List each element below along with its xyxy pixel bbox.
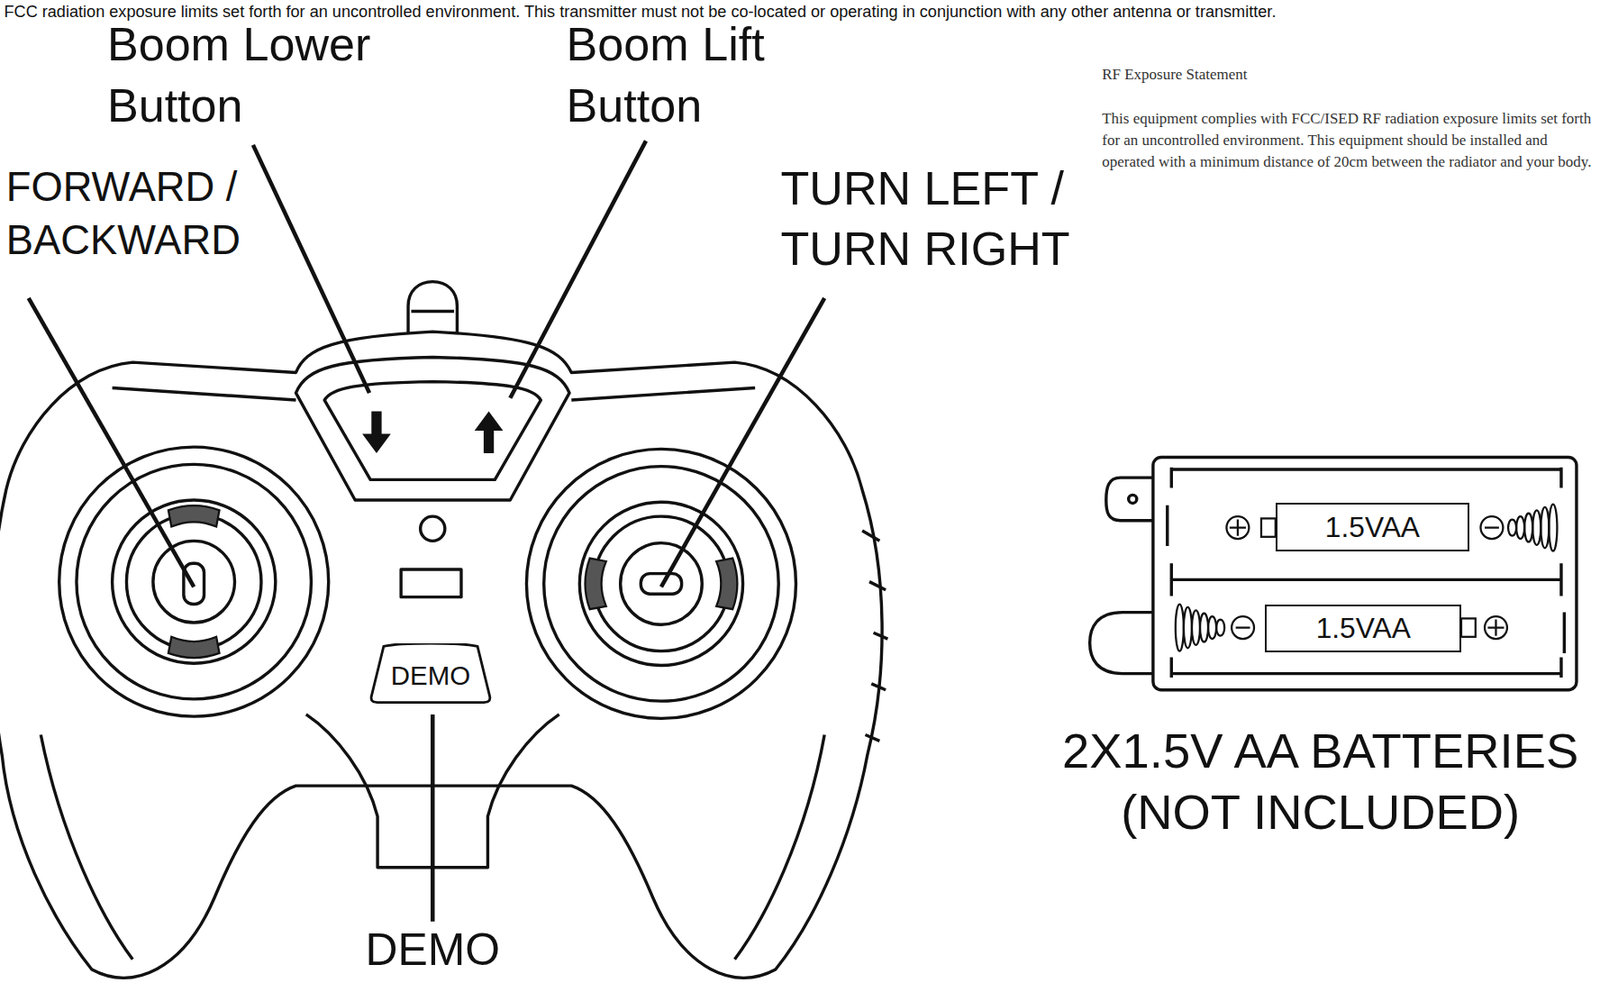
- boom-arrows: [362, 410, 503, 453]
- cell-label: 1.5VAA: [1316, 611, 1411, 646]
- callout-label: TURN LEFT / TURN RIGHT: [780, 158, 1087, 281]
- leader-line: [28, 298, 194, 588]
- leader-line: [430, 714, 436, 922]
- holder-tab: [1106, 477, 1154, 521]
- spring-coil: [1191, 609, 1200, 646]
- section-heading: RF Exposure Statement: [1101, 64, 1592, 85]
- grip-patch: [585, 558, 607, 610]
- spring-coil: [1508, 519, 1517, 537]
- leader-line: [661, 298, 825, 588]
- left-stick-ring: [126, 514, 262, 650]
- leader-line: [253, 145, 370, 393]
- callout-label: DEMO: [330, 924, 536, 976]
- battery-holder: [1090, 456, 1577, 690]
- left-stick-ring: [112, 500, 276, 664]
- spring-coil: [1532, 509, 1541, 546]
- grip-patch: [168, 505, 220, 527]
- cell-label: 1.5VAA: [1325, 510, 1420, 545]
- grip-patch: [168, 636, 220, 658]
- boom-button-panel: [324, 381, 541, 481]
- button-housing: [295, 356, 570, 500]
- spring-coil: [1183, 607, 1192, 648]
- spring-coil: [1208, 616, 1217, 639]
- grip-patch: [716, 558, 737, 610]
- spring-coil: [1516, 516, 1525, 539]
- left-stick-base: [153, 540, 236, 623]
- holder-case: [1153, 456, 1577, 690]
- spring-coil: [1175, 604, 1184, 652]
- spring-coil: [1524, 513, 1533, 543]
- holder-connector: [1090, 612, 1154, 674]
- up-arrow: [474, 410, 504, 453]
- battery-springs: [1175, 504, 1558, 652]
- spring-coil: [1200, 613, 1209, 643]
- power-switch: [400, 569, 462, 598]
- battery-cell: 1.5VAA: [1275, 502, 1470, 551]
- holder-post: [1167, 467, 1565, 678]
- callout-label: FORWARD / BACKWARD: [6, 161, 252, 268]
- left-stick-ring: [59, 446, 329, 717]
- stick-grips: [168, 505, 737, 658]
- statement-text: This equipment complies with FCC/ISED RF…: [1101, 108, 1592, 173]
- spring-coil: [1216, 619, 1225, 637]
- button-outline: [371, 643, 491, 703]
- down-arrow: [362, 410, 391, 453]
- tab-hole: [1128, 494, 1137, 503]
- spring-coil: [1540, 507, 1549, 548]
- demo-button: DEMO: [369, 643, 492, 705]
- battery-cell: 1.5VAA: [1264, 604, 1461, 653]
- antenna-ring: [410, 309, 455, 313]
- controller-drawing: [0, 281, 888, 979]
- battery-caption: 2X1.5V AA BATTERIES (NOT INCLUDED): [1045, 720, 1597, 844]
- callout-label: Boom Lower Button: [107, 14, 399, 137]
- grip-ridges: [862, 530, 888, 741]
- spring-coil: [1548, 504, 1557, 552]
- left-stick-ring: [76, 463, 312, 700]
- power-led: [420, 516, 446, 541]
- callout-label: Boom Lift Button: [566, 14, 832, 137]
- button-label: DEMO: [390, 655, 471, 691]
- holder-rib: [1171, 469, 1562, 674]
- leader-line: [509, 140, 646, 398]
